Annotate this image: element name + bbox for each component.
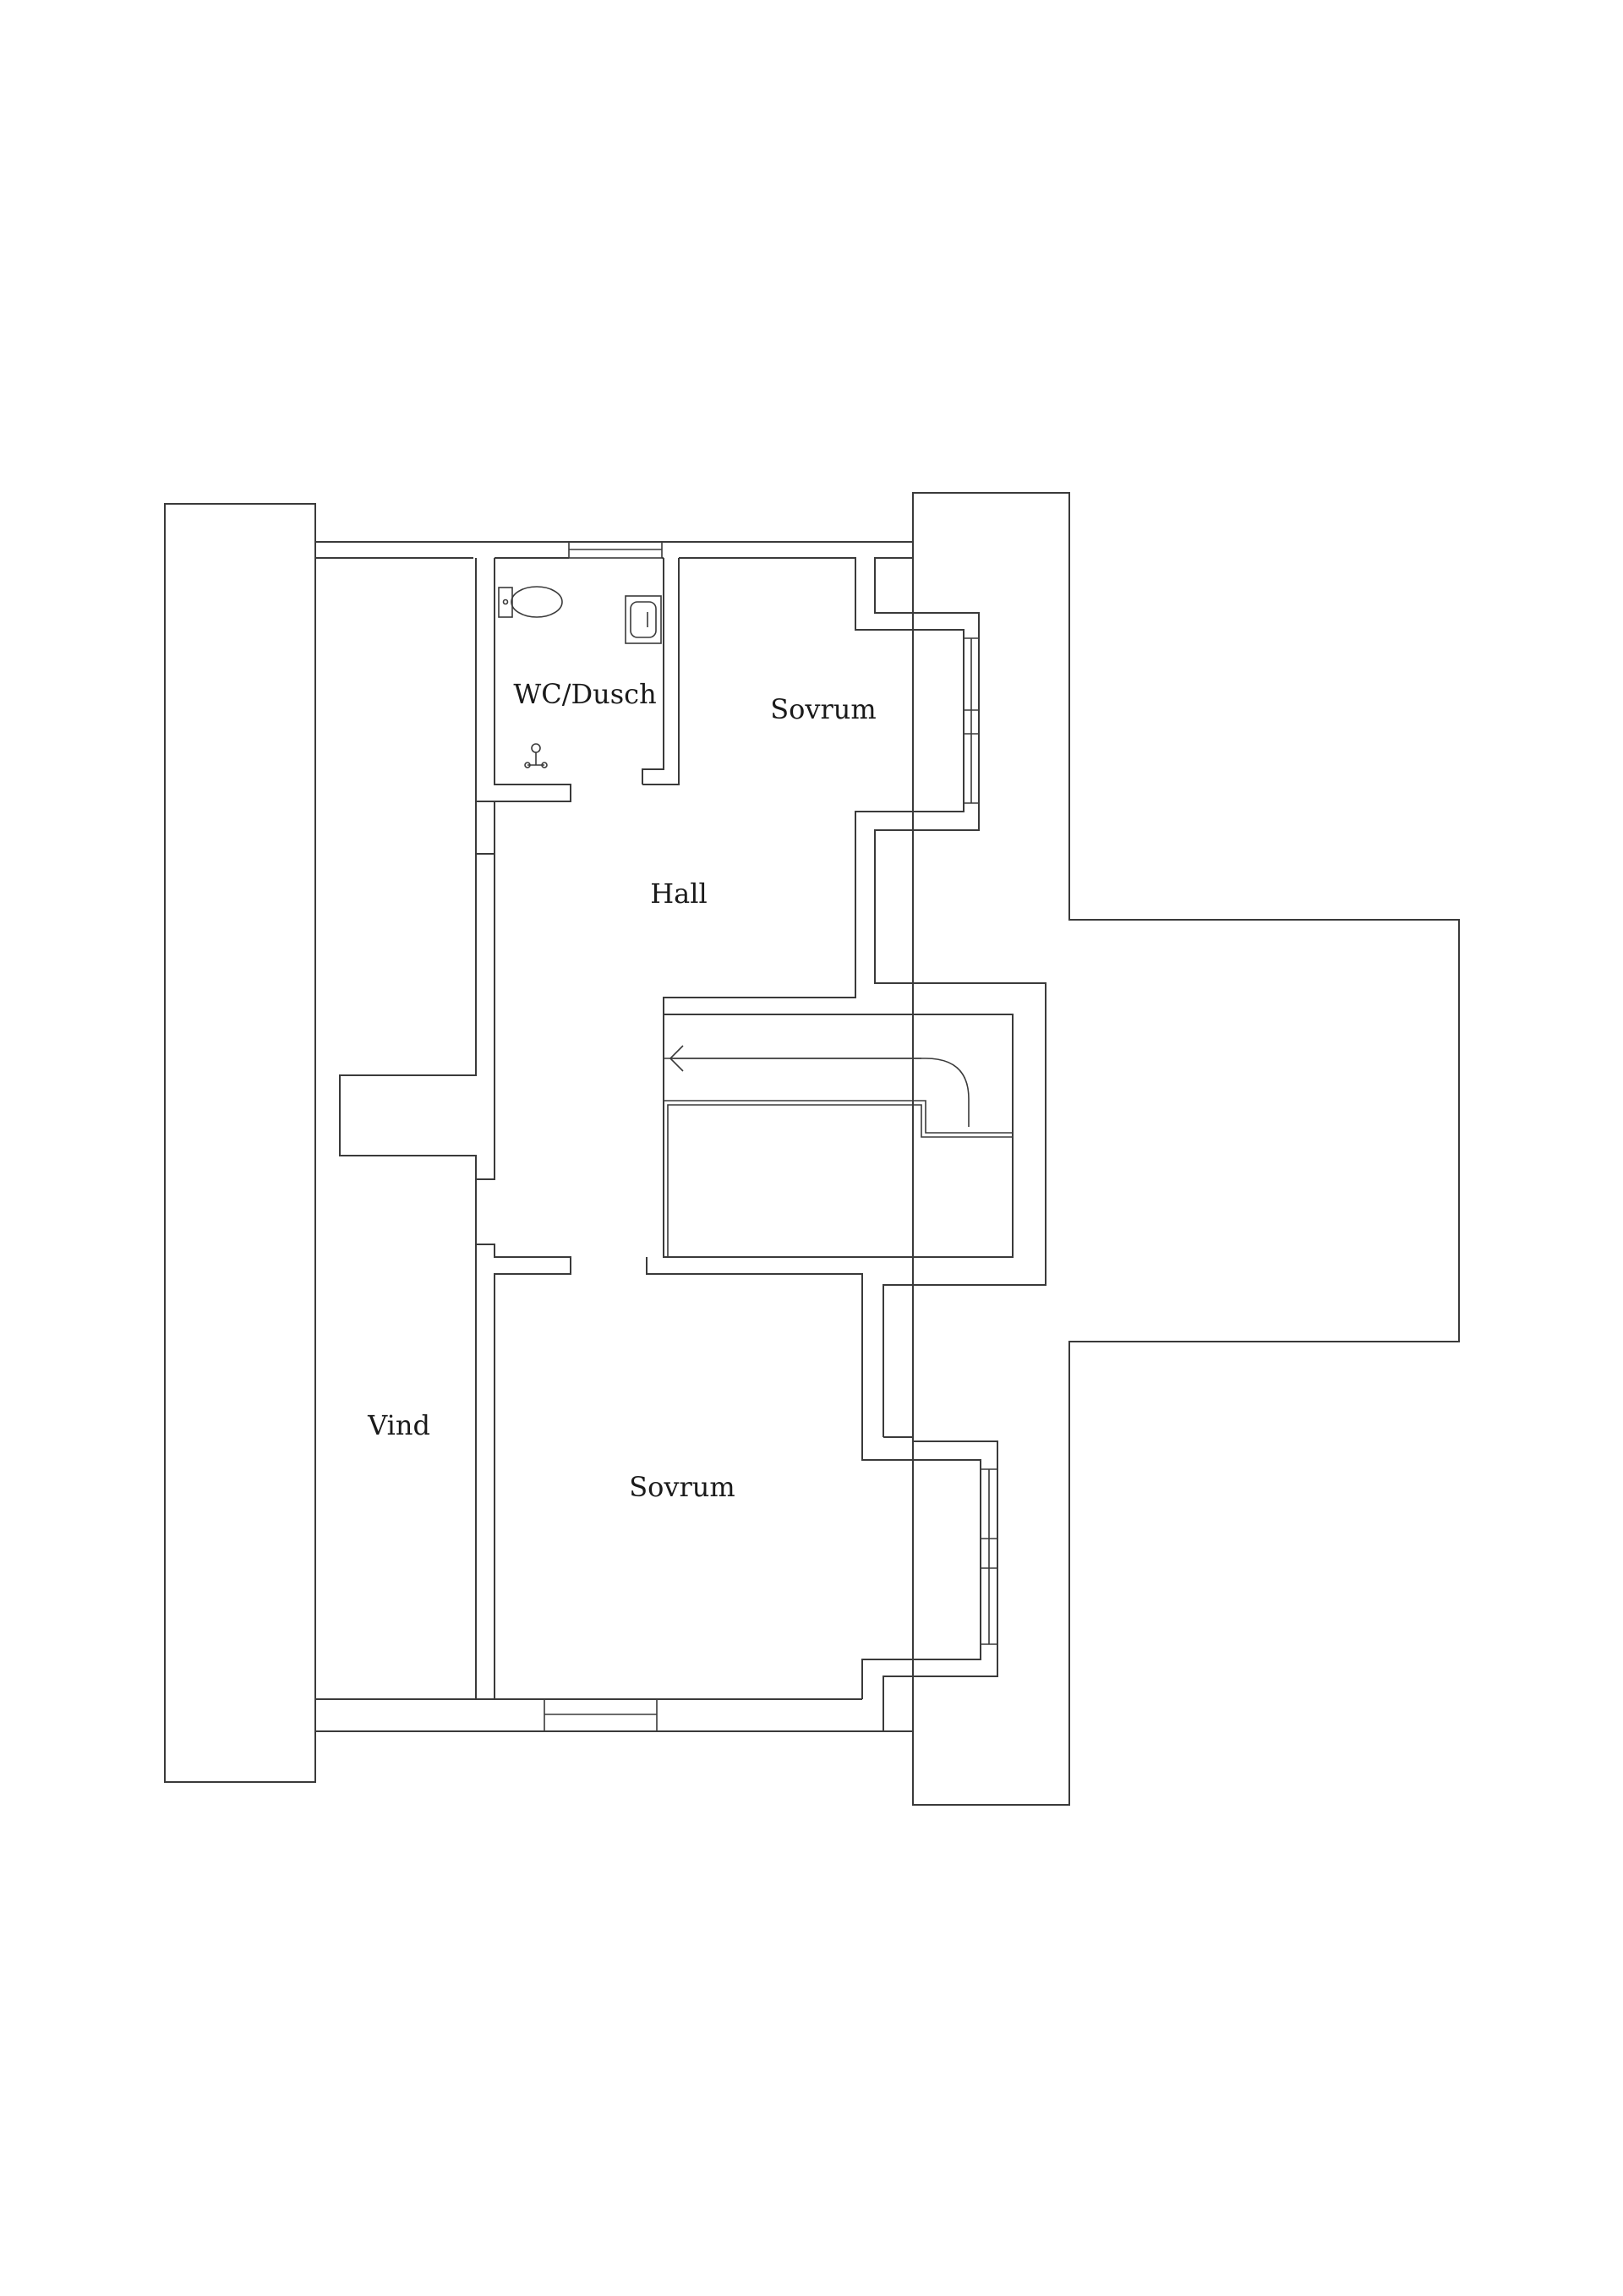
room-label-hall: Hall [650,877,707,910]
wc-walls [494,558,571,802]
room-label-wc: WC/Dusch [513,678,656,710]
toilet-icon [498,586,563,618]
stair-arrow-icon [672,1058,970,1127]
room-label-attic: Vind [367,1409,430,1441]
window-bottom [544,1698,658,1732]
room-label-bedroom-north: Sovrum [770,693,877,725]
shower-icon [524,743,548,768]
room-label-bedroom-south: Sovrum [629,1471,735,1503]
stair-block [663,1014,1014,1258]
roof-slab-left [164,503,316,1783]
washbasin-icon [625,595,662,644]
roof-slab-right [912,492,1460,1806]
bedroom-north-walls [663,557,965,1014]
attic-knee-wall-upper [339,558,477,1244]
bedroom-south-walls [646,1257,981,1699]
hall-west-wall [476,801,495,855]
